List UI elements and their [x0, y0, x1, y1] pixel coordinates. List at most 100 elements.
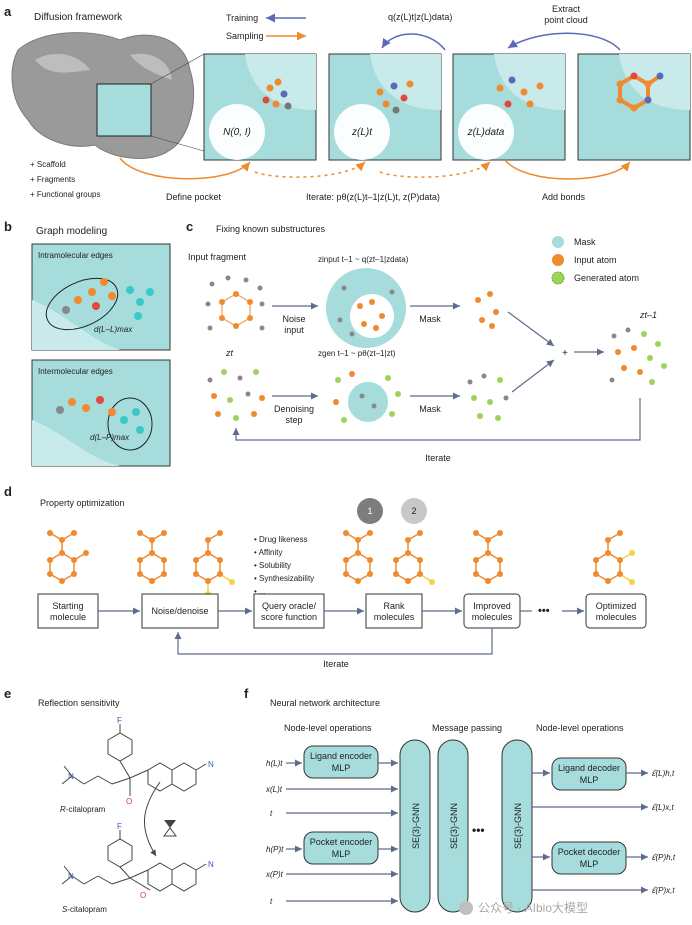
panel-f: f Neural network architecture Node-level…	[244, 686, 676, 915]
box-optimized	[585, 593, 647, 629]
col-node-right: Node-level operations	[536, 723, 624, 733]
panel-d-label: d	[4, 484, 12, 499]
gnn-layer-2-label: SE(3)-GNN	[449, 803, 459, 849]
legend-input: Input atom	[574, 255, 617, 265]
frame-3: z(L)data	[452, 53, 566, 161]
ligand-encoder-l1: Ligand encoder	[310, 751, 372, 761]
pocket-decoder-l1: Pocket decoder	[558, 847, 621, 857]
s-nitrogen: N	[68, 872, 74, 881]
legend-mask: Mask	[574, 237, 596, 247]
rank-badge-1-text: 1	[367, 506, 372, 516]
output-x-pocket: ε̂(P)x,t	[652, 886, 675, 895]
sampling-curve-2	[254, 161, 366, 178]
sampling-curve-3	[379, 161, 491, 178]
panel-f-label: f	[244, 686, 249, 701]
s-oxygen: O	[140, 891, 146, 900]
gnn-layer-1	[399, 739, 431, 913]
denoise-label-2: step	[285, 415, 302, 425]
sampling-curve-4	[504, 159, 631, 180]
box-rank	[365, 593, 423, 629]
zoom-line	[150, 135, 205, 152]
gnn-dots: •••	[472, 823, 485, 837]
box-optimized-l2: molecules	[596, 612, 637, 622]
pocket-decoder	[551, 841, 627, 875]
masked-generated-atoms	[467, 373, 509, 421]
col-message: Message passing	[432, 723, 502, 733]
panel-a-title: Diffusion framework	[34, 12, 123, 23]
box-oracle	[253, 593, 325, 629]
box-rank-l1: Rank	[383, 601, 405, 611]
legend-sampling: Sampling	[226, 31, 264, 41]
panel-a-label: a	[4, 4, 12, 19]
iterate-label-c: Iterate	[425, 453, 451, 463]
extract-label-2: point cloud	[544, 15, 588, 25]
property-5: • ...	[254, 587, 266, 596]
pocket-decoder-l2: MLP	[580, 859, 599, 869]
reflection-arrow	[144, 781, 161, 857]
fragment-atoms	[205, 275, 265, 331]
box-oracle-l2: score function	[261, 612, 317, 622]
z-input-formula: zinput t–1 ~ q(zt–1|zdata)	[318, 255, 409, 264]
legend-mask-swatch	[552, 236, 564, 248]
flow-dots: •••	[538, 605, 550, 617]
panel-e-label: e	[4, 686, 11, 701]
panel-d: d Property optimization	[4, 484, 647, 669]
input-t-1: t	[270, 809, 273, 818]
noised-mask-circle	[326, 268, 406, 348]
denoised-atoms	[333, 371, 401, 423]
intra-label: Intramolecular edges	[38, 251, 113, 260]
property-3: • Solubility	[254, 561, 291, 570]
r-oxygen: O	[126, 797, 132, 806]
r-label: R-citalopram	[60, 805, 106, 814]
add-bonds: Add bonds	[542, 192, 586, 202]
gnn-layer-n	[501, 739, 533, 913]
panel-b-title: Graph modeling	[36, 226, 107, 237]
input-x-pocket: x(P)t	[265, 870, 284, 879]
inter-dmax: d(L–P)max	[90, 433, 130, 442]
gnn-layer-n-label: SE(3)-GNN	[513, 803, 523, 849]
output-h-ligand: ε̂(L)h,t	[652, 769, 675, 778]
input-x-ligand: x(L)t	[265, 785, 283, 794]
input-t-2: t	[270, 897, 273, 906]
candidate-molecule-1	[137, 530, 167, 584]
frame-1: N(0, I)	[203, 53, 317, 161]
extract-label-1: Extract	[552, 4, 581, 14]
output-h-pocket: ε̂(P)h,t	[652, 853, 676, 862]
box-optimized-l1: Optimized	[596, 601, 637, 611]
panel-c-title: Fixing known substructures	[216, 224, 326, 234]
property-4: • Synthesizability	[254, 574, 314, 583]
r-citalopram-structure	[61, 724, 207, 796]
box-rank-l2: molecules	[374, 612, 415, 622]
ligand-decoder-l2: MLP	[580, 775, 599, 785]
bullet-2: + Fragments	[30, 175, 75, 184]
panel-f-title: Neural network architecture	[270, 698, 380, 708]
zt-atoms	[207, 369, 265, 421]
panel-e-title: Reflection sensitivity	[38, 698, 120, 708]
box-improved-l2: molecules	[472, 612, 513, 622]
iterate-loop-d	[174, 628, 493, 655]
bullet-3: + Functional groups	[30, 190, 101, 199]
property-2: • Affinity	[254, 548, 282, 557]
rank-badge-2	[401, 498, 427, 524]
s-label: S-citalopram	[62, 905, 107, 914]
box-oracle-l1: Query oracle/	[262, 601, 317, 611]
panel-c-label: c	[186, 219, 193, 234]
optimized-molecule-drawing	[593, 530, 635, 585]
zoom-line	[150, 53, 205, 85]
box-improved-l1: Improved	[473, 601, 511, 611]
node-label-zt: z(L)t	[351, 127, 373, 138]
starting-molecule-drawing	[47, 530, 89, 584]
box-starting	[37, 593, 99, 629]
pocket-box	[96, 83, 152, 137]
legend-input-swatch	[552, 254, 564, 266]
box-starting-l1: Starting	[52, 601, 83, 611]
gnn-layer-1-label: SE(3)-GNN	[411, 803, 421, 849]
mirror-icon	[164, 820, 176, 828]
inter-label: Intermolecular edges	[38, 367, 113, 376]
define-pocket: Define pocket	[166, 192, 222, 202]
training-curve-2	[507, 32, 621, 51]
input-h-pocket: h(P)t	[266, 845, 284, 854]
input-fragment: Input fragment	[188, 252, 247, 262]
ranked-molecule-2	[393, 530, 435, 585]
panel-e: e Reflection sensitivity F N O N R-cital…	[4, 686, 214, 914]
